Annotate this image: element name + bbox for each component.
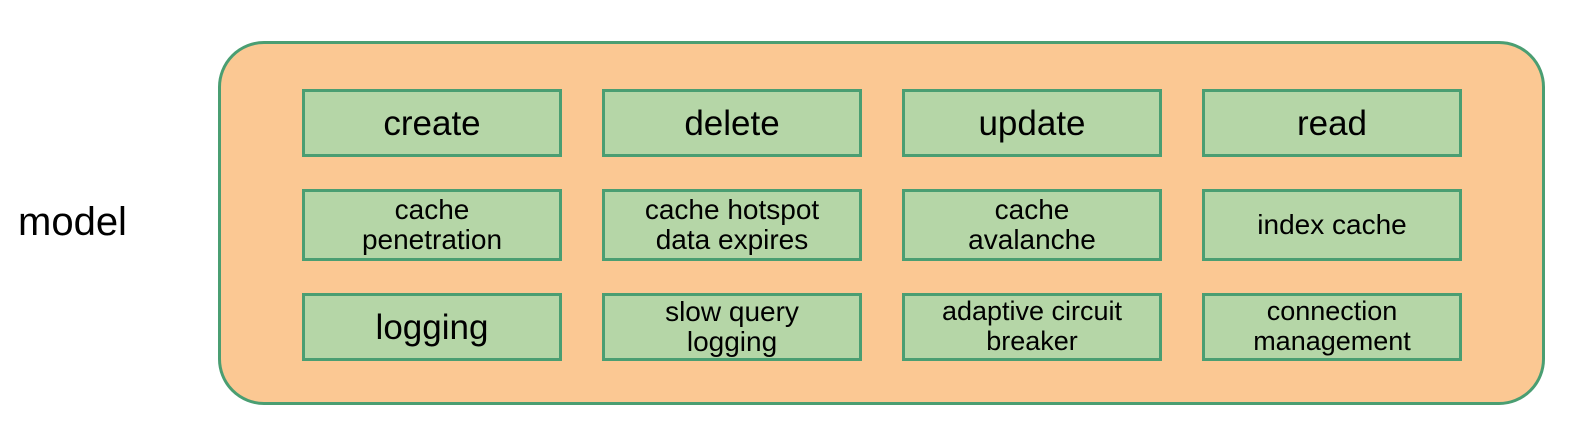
node-label: logging (375, 307, 489, 347)
node-label: index cache (1257, 208, 1407, 240)
node-label: cache hotspot data expires (644, 193, 820, 255)
node-cache-penetration[interactable]: cache penetration (302, 189, 562, 261)
node-slow-query-logging[interactable]: slow query logging (602, 293, 862, 361)
model-group-container: create delete update read cache penetration c… (218, 41, 1545, 405)
node-label: cache penetration (361, 193, 503, 255)
group-side-label: model (18, 200, 127, 244)
node-cache-avalanche[interactable]: cache avalanche (902, 189, 1162, 261)
node-label: read (1296, 103, 1368, 143)
node-adaptive-circuit-breaker[interactable]: adaptive circuit breaker (902, 293, 1162, 361)
node-cache-hotspot-data-expires[interactable]: cache hotspot data expires (602, 189, 862, 261)
node-update[interactable]: update (902, 89, 1162, 157)
node-delete[interactable]: delete (602, 89, 862, 157)
node-label: create (383, 103, 481, 143)
node-read[interactable]: read (1202, 89, 1462, 157)
node-logging[interactable]: logging (302, 293, 562, 361)
node-label: connection management (1253, 296, 1411, 356)
node-connection-management[interactable]: connection management (1202, 293, 1462, 361)
node-create[interactable]: create (302, 89, 562, 157)
node-label: adaptive circuit breaker (941, 296, 1123, 356)
node-label: update (978, 103, 1086, 143)
node-label: delete (684, 103, 780, 143)
node-index-cache[interactable]: index cache (1202, 189, 1462, 261)
node-label: cache avalanche (968, 193, 1096, 255)
node-label: slow query logging (665, 295, 799, 357)
node-grid: create delete update read cache penetration c… (302, 89, 1463, 361)
